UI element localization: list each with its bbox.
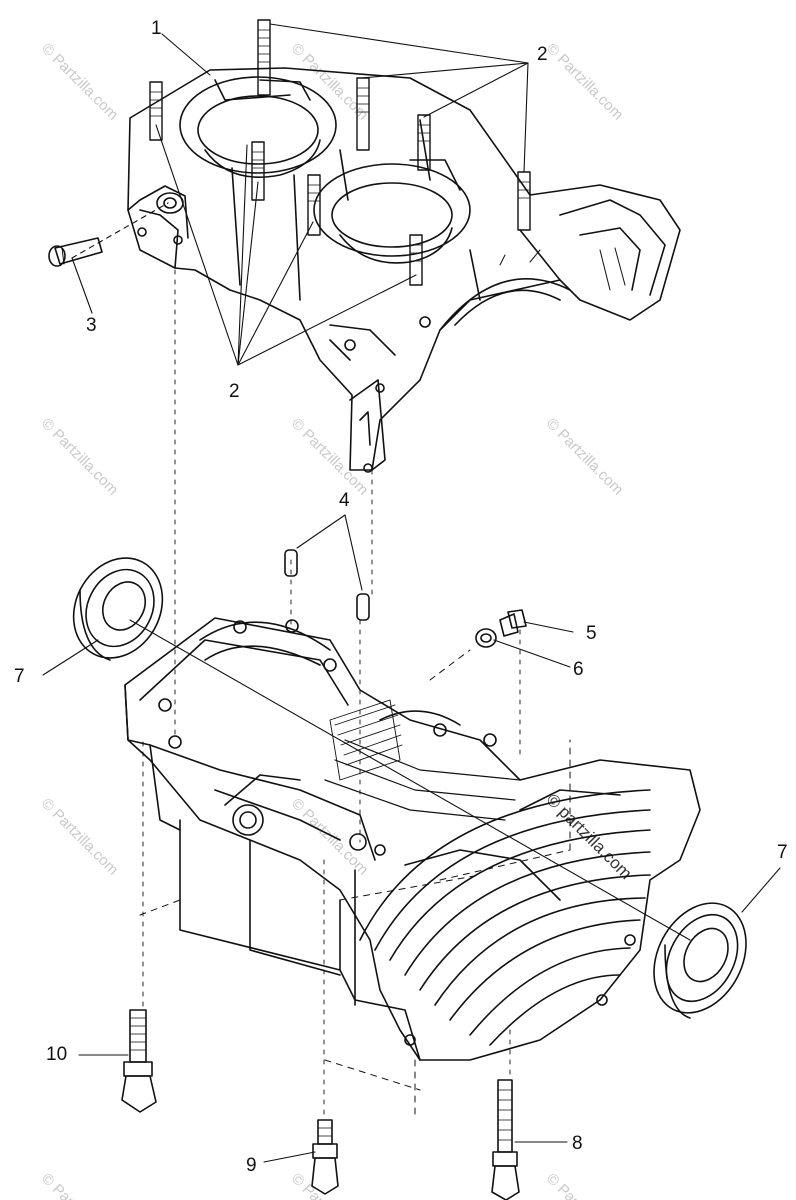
callout-9: 9 <box>246 1155 257 1176</box>
callout-8: 8 <box>572 1133 583 1154</box>
leader-lines <box>42 23 781 1163</box>
callout-7-right: 7 <box>777 842 788 863</box>
callout-1: 1 <box>151 18 162 39</box>
hardware <box>48 237 747 1200</box>
callout-4: 4 <box>339 490 350 511</box>
callout-5: 5 <box>586 623 597 644</box>
callout-3: 3 <box>86 315 97 336</box>
assembly-guides <box>142 269 521 1121</box>
callout-2-top: 2 <box>537 44 548 65</box>
callout-7-left: 7 <box>14 666 25 687</box>
construction-lines <box>139 649 571 1121</box>
upper-crankcase <box>127 19 681 473</box>
callout-2-mid: 2 <box>229 381 240 402</box>
callout-10: 10 <box>46 1044 68 1065</box>
callout-6: 6 <box>573 659 584 680</box>
lower-crankcase <box>124 617 701 1061</box>
